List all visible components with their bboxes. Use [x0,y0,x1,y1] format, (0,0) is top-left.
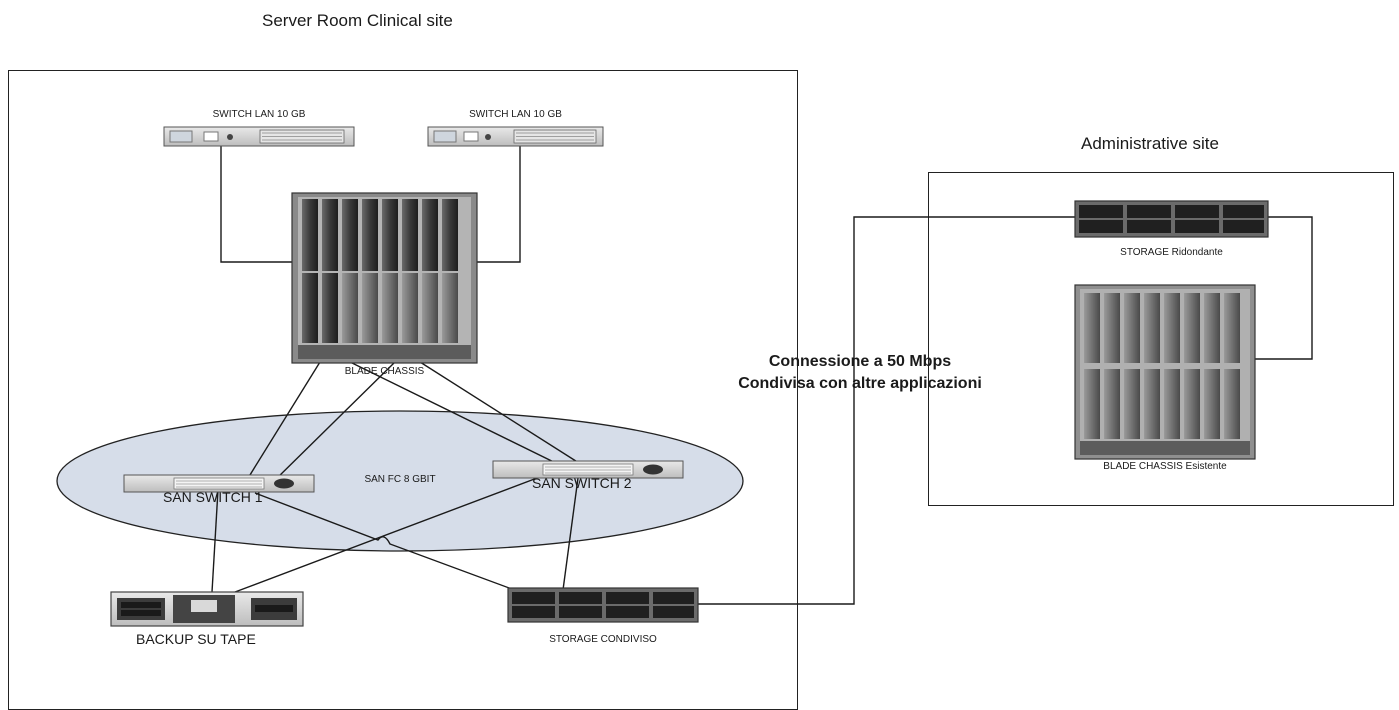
san-ellipse [56,410,744,552]
switch-lan-1-label: SWITCH LAN 10 GB [212,109,306,120]
storage-condiviso-label: STORAGE CONDIVISO [549,634,657,645]
administrative-site-box [928,172,1394,506]
san1-to-backup-line [211,489,219,593]
wan-link-line [698,216,1075,605]
clinical-site-title: Server Room Clinical site [262,11,453,30]
administrative-site-title: Administrative site [1081,134,1219,153]
redundant-storage-device [1074,200,1269,238]
san1-to-storage-line [254,492,521,593]
san-label: SAN FC 8 GBIT [364,474,436,485]
connection-lines [211,143,1313,605]
shared-storage-device [507,587,699,623]
tape-backup-device [110,591,304,627]
switch-lan-1 [163,126,355,147]
switch-lan-2-label: SWITCH LAN 10 GB [469,109,562,120]
san-switch-1-label: SAN SWITCH 1 [163,489,263,505]
san-switch-1-device [123,474,315,493]
blade-to-san1-line-b [271,361,396,484]
existing-blade-chassis-device [1074,284,1256,460]
lan2-to-blade-line [470,143,521,263]
blade-chassis-device [291,192,478,364]
san-switch-2-label: SAN SWITCH 2 [532,475,632,491]
blade-chassis-label: BLADE CHASSIS [344,366,425,377]
blade-chassis-esistente-label: BLADE CHASSIS Esistente [1103,461,1227,472]
lan1-to-blade-line [220,143,300,263]
storage-ridondante-label: STORAGE Ridondante [1120,247,1223,258]
backup-label: BACKUP SU TAPE [136,631,256,647]
connection-label-line2: Condivisa con altre applicazioni [738,375,982,392]
san-switch-2-device [492,460,684,479]
san2-to-storage-line [562,477,579,591]
blade-to-san2-line-a [349,361,571,471]
connection-label-line1: Connessione a 50 Mbps [768,353,952,370]
blade-to-san2-line-b [419,361,591,471]
blade-to-san1-line-a [244,361,321,484]
san2-to-backup-line [234,474,546,593]
switch-lan-2 [427,126,604,147]
connection-label: Connessione a 50 Mbps Condivisa con altr… [710,351,1010,395]
admin-storage-to-blade-line [1247,216,1313,360]
